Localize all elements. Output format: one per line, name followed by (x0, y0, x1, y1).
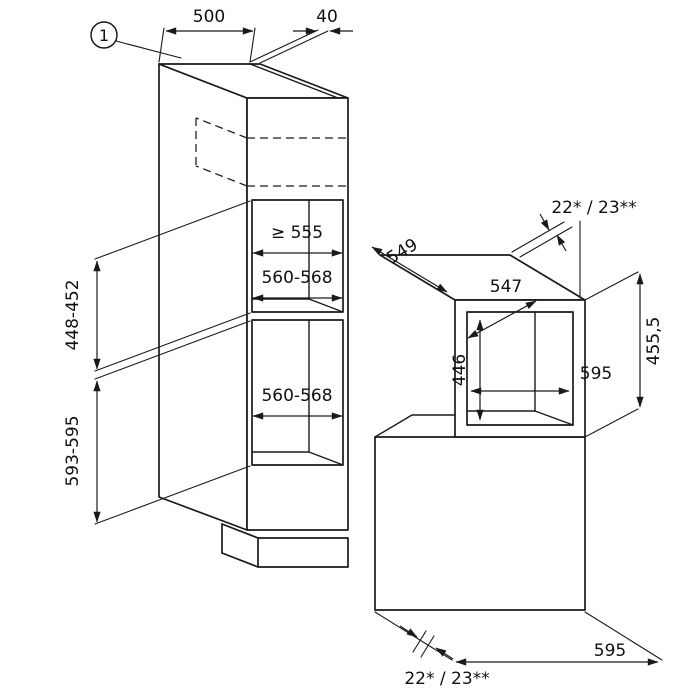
dim-appliance-width: 595 (470, 364, 612, 395)
tall-unit-dimensions: 500 40 ≥ 555 560-568 448-452 560 (63, 7, 353, 525)
dim-lower-niche-height-label: 593-595 (63, 415, 83, 486)
tall-unit-top-step-edge (249, 63, 339, 99)
tall-unit (158, 63, 349, 568)
callout-circle (90, 21, 118, 49)
dim-appliance-height-label: 455,5 (644, 317, 664, 366)
dim-lower-niche-width: 560-568 (252, 386, 343, 420)
dim-upper-niche-height-label: 448-452 (63, 279, 83, 350)
dim-unit-width-label: 595 (594, 641, 626, 661)
dim-niche-min-width-label: ≥ 555 (271, 223, 323, 243)
tall-unit-plinth (221, 523, 349, 568)
dim-niche-min-width: ≥ 555 (252, 223, 343, 257)
dim-appliance-width-label: 595 (580, 364, 612, 384)
appliance-top-face (379, 254, 586, 301)
dim-upper-niche-width: 560-568 (252, 268, 343, 302)
dim-bottom-clearance-label: 22* / 23** (404, 669, 489, 689)
dim-top-clearance: 22* / 23** (511, 198, 637, 299)
dim-top-width-label: 500 (193, 7, 225, 27)
dim-upper-niche-width-label: 560-568 (261, 268, 332, 288)
dim-unit-width: 595 (374, 611, 663, 666)
dim-inner-height: 446 (450, 319, 484, 421)
base-cabinet-front (374, 436, 586, 611)
tall-unit-side-panel (158, 63, 248, 531)
dim-lower-niche-width-label: 560-568 (261, 386, 332, 406)
dim-top-setback-label: 40 (316, 7, 338, 27)
dim-lower-niche-height: 593-595 (63, 320, 251, 525)
base-cabinet-top-edge (374, 414, 456, 438)
dim-upper-niche-height: 448-452 (63, 200, 251, 372)
appliance-opening (466, 311, 574, 426)
dim-top-setback: 40 (249, 7, 353, 64)
callout-leader-line (115, 40, 182, 59)
dim-inner-height-label: 446 (450, 354, 470, 386)
dim-top-width: 500 (158, 7, 256, 63)
dim-bottom-clearance: 22* / 23** (399, 625, 490, 689)
dim-top-clearance-label: 22* / 23** (551, 198, 636, 218)
callout-number: 1 (99, 26, 109, 45)
base-unit (374, 254, 586, 611)
dim-inner-depth-label: 547 (490, 277, 522, 297)
tall-unit-upper-niche (251, 199, 344, 313)
dim-appliance-height: 455,5 (584, 271, 664, 438)
base-unit-dimensions: 549 547 446 595 455,5 (371, 198, 664, 689)
tall-unit-lower-niche (251, 319, 344, 466)
tall-unit-hidden-cavity (195, 117, 348, 187)
callout-1: 1 (90, 21, 182, 59)
